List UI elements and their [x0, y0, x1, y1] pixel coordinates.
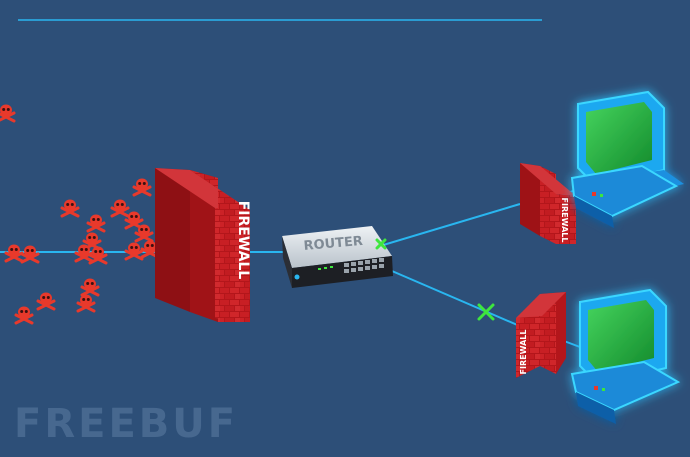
skull-icon	[60, 198, 80, 218]
router: ROUTER	[282, 226, 393, 288]
upper-firewall: FIREWALL	[520, 163, 576, 244]
skull-icon	[36, 291, 56, 311]
threat-cluster	[0, 103, 178, 325]
upper-firewall-label: FIREWALL	[560, 198, 569, 243]
skull-icon	[80, 277, 100, 297]
skull-icon	[76, 293, 96, 313]
lower-firewall: FIREWALL	[516, 292, 566, 378]
skull-icon	[20, 244, 40, 264]
watermark: FREEBUF	[14, 401, 239, 447]
desktop-computer-icon	[570, 90, 684, 228]
router-label: ROUTER	[303, 234, 363, 254]
router-ports	[344, 258, 384, 273]
skull-icon	[0, 103, 16, 123]
main-firewall-label: FIREWALL	[235, 201, 251, 280]
x-mark-icon	[375, 238, 387, 250]
skull-icon	[4, 243, 24, 263]
skull-icon	[124, 210, 144, 230]
x-mark-icon	[477, 303, 495, 321]
skull-icon	[88, 245, 108, 265]
skull-icon	[14, 305, 34, 325]
skull-icon	[110, 198, 130, 218]
lower-firewall-label: FIREWALL	[519, 330, 528, 375]
main-firewall: FIREWALL	[155, 168, 251, 322]
skull-icon	[132, 177, 152, 197]
desktop-computer-icon	[570, 288, 681, 424]
skull-icon	[86, 213, 106, 233]
skull-icon	[124, 241, 144, 261]
